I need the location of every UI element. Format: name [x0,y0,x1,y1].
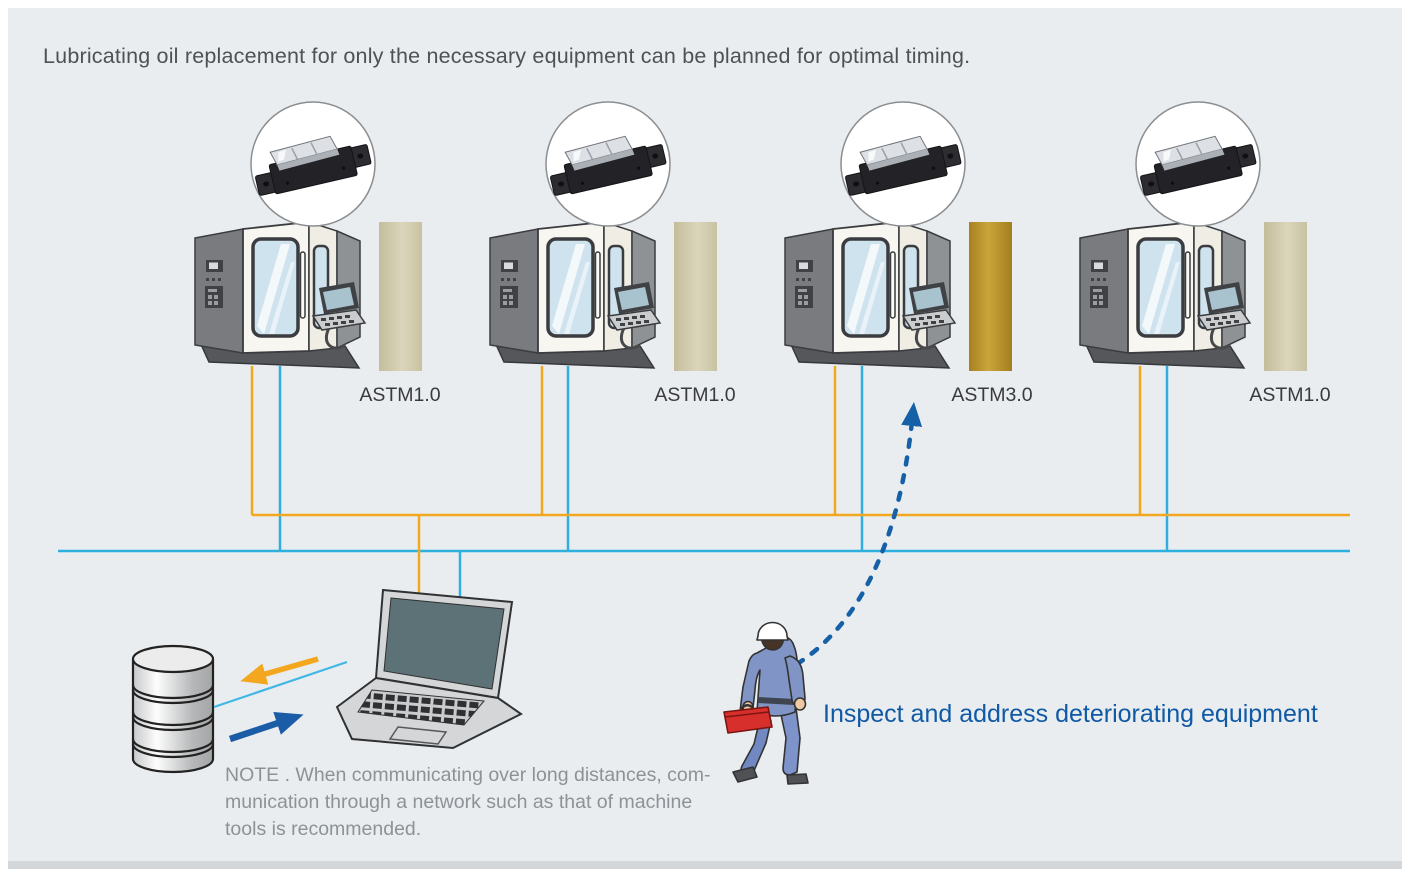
oil-astm-label: ASTM1.0 [1249,384,1330,406]
machine-4: ASTM1.0 [1080,101,1331,406]
cnc-machine-icon [195,222,365,368]
data-read-arrow [228,711,304,743]
oil-condition-sensor-icon [544,101,671,227]
inspection-route-arrow [794,402,923,667]
database-icon [131,644,215,774]
db-link-line [213,660,348,709]
note-line-2: munication through a network such as tha… [225,791,693,813]
oil-condition-bar [379,222,422,371]
note-line-3: tools is recommended. [225,818,422,840]
maintenance-worker-icon [723,621,809,785]
oil-astm-label: ASTM1.0 [654,384,735,406]
oil-astm-label: ASTM1.0 [359,384,440,406]
note-line-1: NOTE . When communicating over long dist… [225,764,711,786]
machine-network [58,366,1350,599]
page-title: Lubricating oil replacement for only the… [43,44,971,68]
oil-condition-sensor-icon [1134,101,1261,227]
machine-3: ASTM3.0 [785,101,1033,406]
inspect-annotation: Inspect and address deteriorating equipm… [823,700,1318,728]
cnc-machine-icon [1080,222,1250,368]
sensor-network [250,366,1350,595]
oil-condition-sensor-icon [249,101,376,227]
data-write-arrow [240,656,319,685]
oil-condition-bar-deteriorated [969,222,1012,371]
oil-condition-bar [674,222,717,371]
oil-condition-bar [1264,222,1307,371]
oil-astm-label: ASTM3.0 [951,384,1032,406]
laptop-icon [335,588,523,750]
oil-condition-sensor-icon [839,101,966,227]
machine-1: ASTM1.0 [195,101,441,406]
note-text: NOTE . When communicating over long dist… [225,762,711,843]
cnc-machine-icon [785,222,955,368]
bottom-divider [8,861,1402,869]
cnc-machine-icon [490,222,660,368]
machine-2: ASTM1.0 [490,101,736,406]
